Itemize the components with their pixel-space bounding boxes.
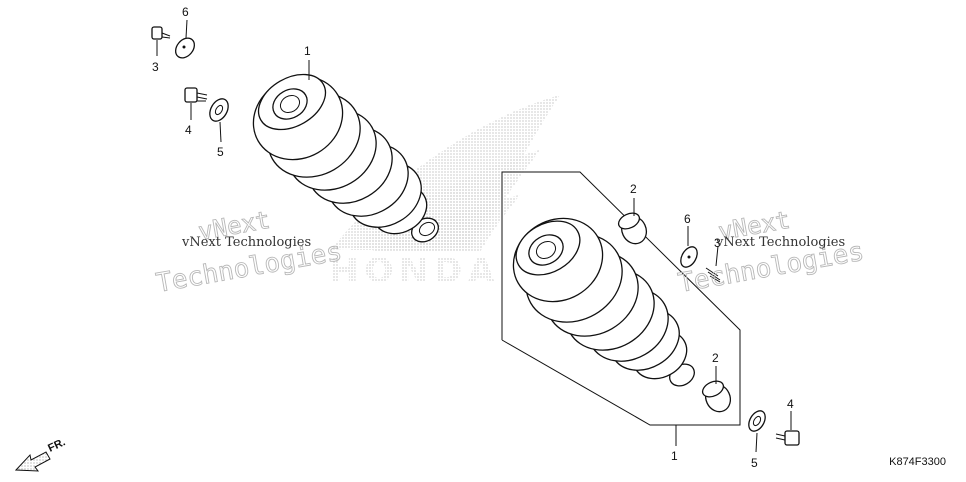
watermark-left-small: vNext Technologies xyxy=(181,235,311,250)
bolt-4-right xyxy=(775,430,800,446)
washer-6-right xyxy=(680,246,698,268)
honda-logo-text: HONDA xyxy=(330,251,500,291)
callout-6-right: 6 xyxy=(684,212,691,226)
front-direction-arrow: FR. xyxy=(14,436,67,472)
shock-absorber-right xyxy=(512,217,695,387)
front-direction-label: FR. xyxy=(46,436,67,454)
washer-5-top xyxy=(209,98,229,122)
assembly-bracket xyxy=(501,171,741,426)
callout-6-top: 6 xyxy=(182,5,189,19)
figure-code: K874F3300 xyxy=(889,456,946,468)
callout-5-right: 5 xyxy=(751,456,758,470)
watermark-left: vNext Technologies vNext Technologies xyxy=(154,205,345,299)
shock-absorber-left xyxy=(252,73,439,243)
bolt-3-top xyxy=(151,26,171,40)
callout-5-top: 5 xyxy=(217,145,224,159)
bolt-4-top xyxy=(184,87,208,103)
bolt-3-right xyxy=(705,267,721,283)
leader-lines xyxy=(156,19,792,453)
watermark-right: vNext Technologies vNext Technologies xyxy=(676,205,867,299)
callout-2-lower: 2 xyxy=(712,351,719,365)
callout-1-upper: 1 xyxy=(304,44,311,58)
callout-3-right: 3 xyxy=(714,236,721,250)
callout-1-lower: 1 xyxy=(671,449,678,463)
callout-4-right: 4 xyxy=(787,397,794,411)
washer-5-right xyxy=(748,410,766,432)
callout-2-upper: 2 xyxy=(630,182,637,196)
callout-4-top: 4 xyxy=(185,123,192,137)
washer-6-top xyxy=(174,37,196,59)
watermark-right-small: vNext Technologies xyxy=(715,235,845,250)
bushing-lower xyxy=(701,380,732,413)
bushing-upper xyxy=(617,212,648,245)
callout-3-top: 3 xyxy=(152,60,159,74)
